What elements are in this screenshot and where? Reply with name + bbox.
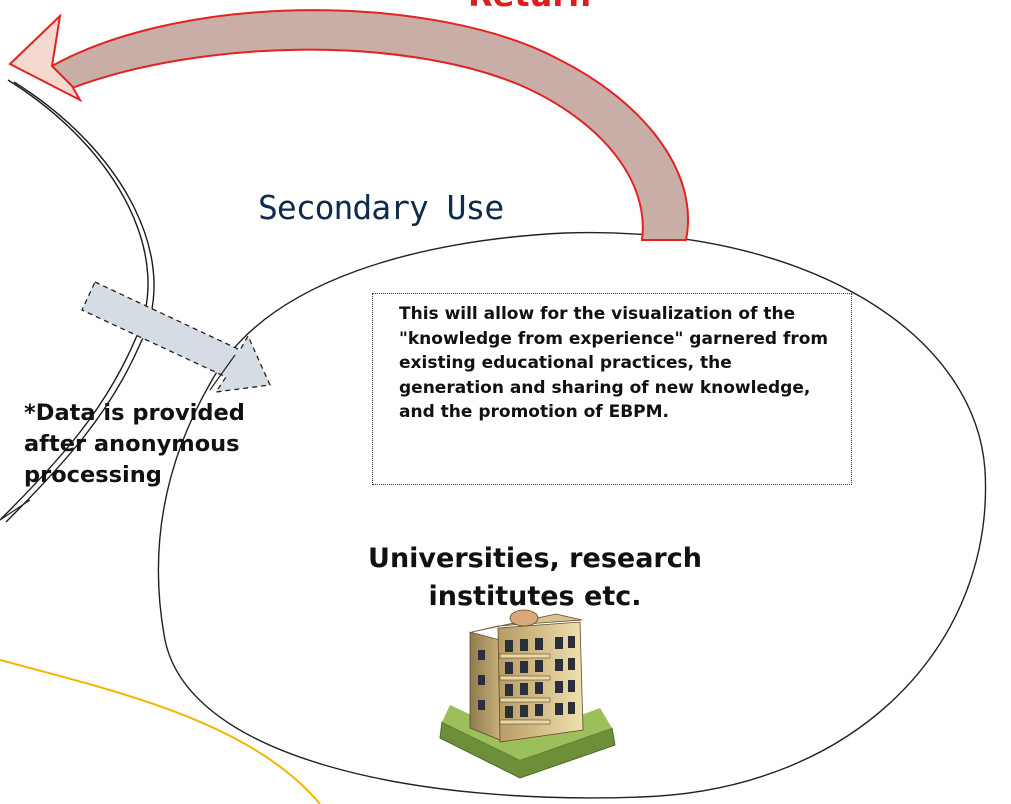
note-text: This will allow for the visualization of… bbox=[399, 304, 829, 422]
connector-line bbox=[0, 499, 31, 521]
note-box bbox=[372, 293, 852, 485]
data-transfer-arrow bbox=[81, 281, 271, 393]
entity-label: Universities, research institutes etc. bbox=[368, 543, 702, 612]
connector-line bbox=[209, 354, 236, 391]
building-icon bbox=[439, 609, 616, 779]
yellow-arc bbox=[0, 659, 321, 804]
return-label: Return bbox=[468, 0, 591, 14]
data-provision-note: *Data is provided after anonymous proces… bbox=[24, 400, 245, 488]
secondary-use-label: Secondary Use bbox=[258, 188, 504, 227]
return-arrow bbox=[8, 9, 689, 241]
